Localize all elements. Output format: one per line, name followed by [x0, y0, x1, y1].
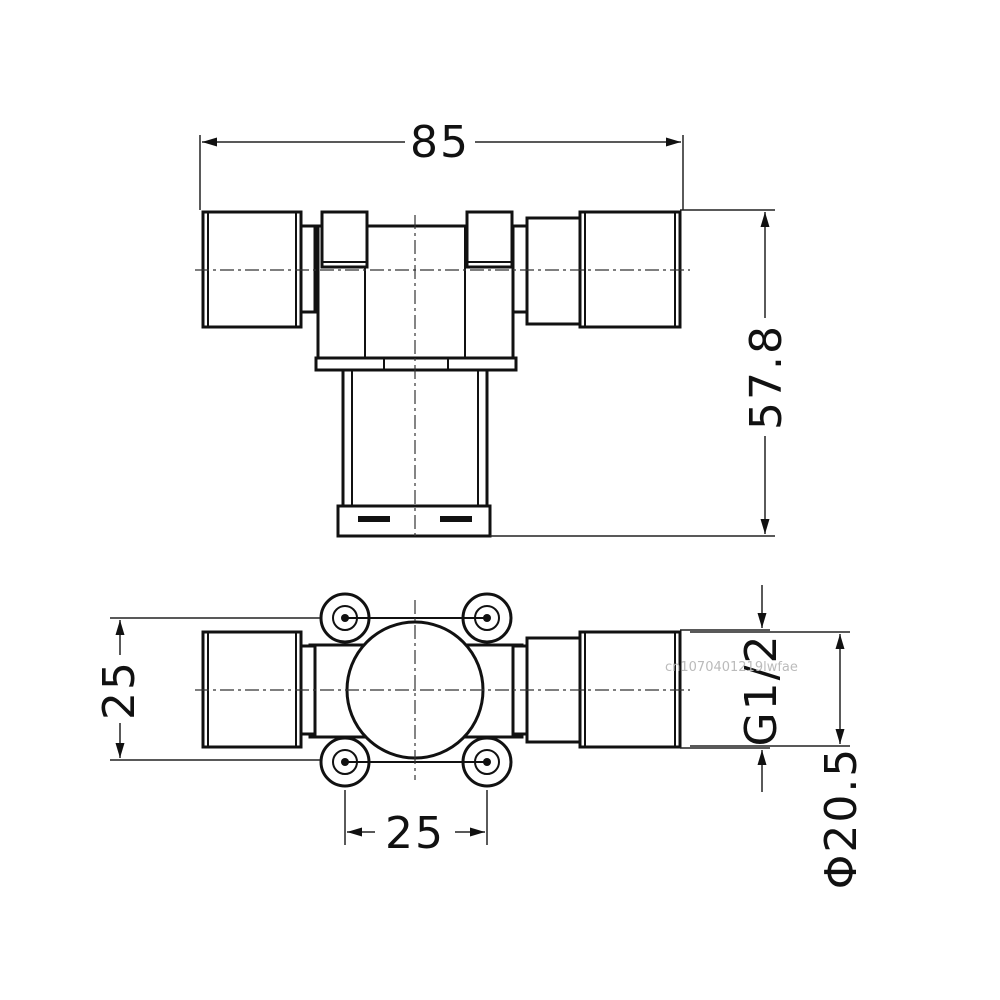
solenoid-coil — [336, 368, 492, 538]
dim-85-label: 85 — [410, 117, 470, 168]
dim-outer-diameter: Φ20.5 — [690, 631, 867, 890]
dim-overall-width: 85 — [199, 117, 684, 210]
bolt-holes — [332, 605, 500, 775]
dim-g12-label: G1/2 — [736, 634, 787, 747]
dim-thread: G1/2 — [680, 585, 787, 792]
dim-bolt-spacing: 25 — [344, 790, 488, 859]
dim-body-width: 25 — [94, 617, 320, 761]
plan-view — [195, 592, 690, 788]
left-fitting — [201, 210, 317, 329]
front-view — [195, 210, 690, 540]
dim-25-vertical-label: 25 — [94, 660, 145, 720]
valve-body — [314, 210, 518, 372]
dim-25-horizontal-label: 25 — [385, 808, 445, 859]
dim-phi20-5-label: Φ20.5 — [816, 747, 867, 890]
dim-57-8-label: 57.8 — [741, 324, 792, 430]
dim-overall-height: 57.8 — [490, 209, 792, 537]
watermark-text: cn1070401219lwfae — [665, 660, 798, 675]
